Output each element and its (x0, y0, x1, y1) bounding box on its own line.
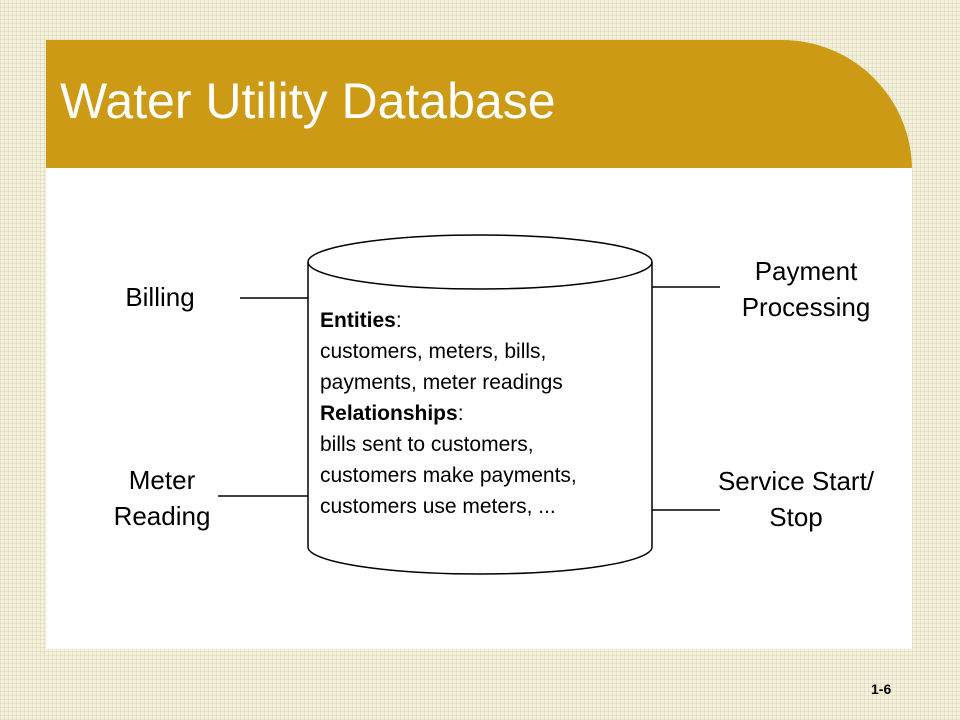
node-billing: Billing (110, 279, 210, 315)
node-label: Stop (769, 502, 823, 532)
node-meter-reading: Meter Reading (98, 462, 226, 534)
entities-line: customers, meters, bills, (320, 340, 547, 363)
node-label: Meter (128, 465, 196, 495)
relationships-line: customers use meters, ... (320, 495, 556, 518)
relationships-heading: Relationships (320, 402, 458, 425)
database-contents: Entities: customers, meters, bills, paym… (320, 305, 650, 522)
relationships-line: customers make payments, (320, 464, 577, 487)
entities-heading: Entities (320, 309, 396, 332)
node-service-start-stop: Service Start/ Stop (698, 463, 894, 535)
node-label: Billing (125, 282, 195, 312)
slide-title: Water Utility Database (60, 73, 556, 129)
title-band: Water Utility Database (46, 40, 912, 168)
node-label: Processing (741, 292, 871, 322)
database-cylinder-body (307, 262, 653, 575)
page-number: 1-6 (871, 681, 892, 697)
relationships-line: bills sent to customers, (320, 433, 534, 456)
node-label: Reading (113, 501, 211, 531)
node-payment-processing: Payment Processing (718, 253, 894, 325)
node-label: Service Start/ (717, 466, 875, 496)
database-cylinder-top (307, 234, 653, 290)
entities-line: payments, meter readings (320, 371, 563, 394)
node-label: Payment (754, 256, 858, 286)
